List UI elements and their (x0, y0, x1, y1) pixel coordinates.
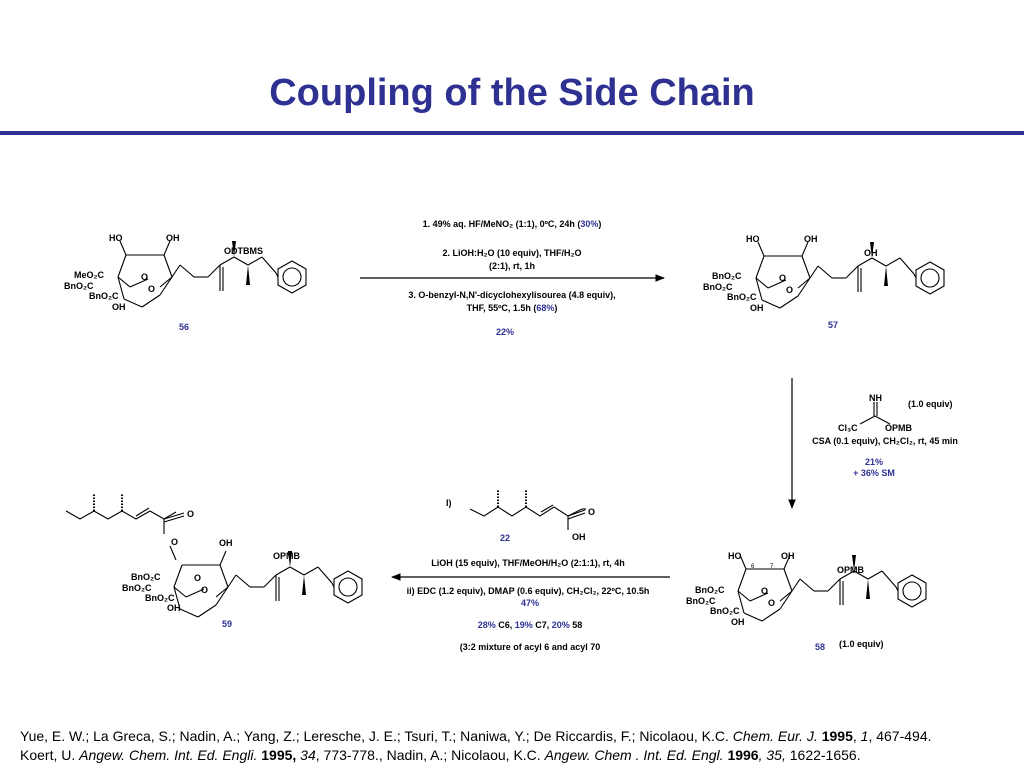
step1-line2: 2. LiOH:H₂O (10 equiv), THF/H₂O (442, 248, 581, 258)
c58-ring-o2: O (768, 598, 775, 608)
compound-57-structure (755, 241, 945, 309)
title-divider (0, 131, 1024, 135)
c58-bno2c-3: BnO₂C (710, 606, 740, 616)
c57-oh-bottom: OH (750, 303, 764, 313)
c56-bno2c-1: BnO₂C (64, 281, 94, 291)
compound-58-structure (737, 554, 927, 622)
c59-ring-o2: O (201, 585, 208, 595)
c56-bno2c-2: BnO₂C (89, 291, 119, 301)
step3-yield: 47% (521, 598, 539, 608)
c58-bno2c-2: BnO₂C (686, 596, 716, 606)
c56-meo2c: MeO₂C (74, 270, 105, 280)
imidate-cl3c: Cl₃C (838, 423, 858, 433)
references: Yue, E. W.; La Greca, S.; Nadin, A.; Yan… (20, 727, 1010, 765)
c59-ring-o1: O (194, 573, 201, 583)
imidate-opmb: OPMB (885, 423, 913, 433)
c58-side-group: OPMB (837, 565, 865, 575)
c56-number: 56 (179, 322, 189, 332)
c56-ring-o1: O (141, 272, 148, 282)
c56-oh-top: OH (166, 233, 180, 243)
c57-side-group: OH (864, 248, 878, 258)
c56-ho: HO (109, 233, 123, 243)
compound-56-structure (117, 240, 307, 308)
c58-equiv: (1.0 equiv) (839, 639, 884, 649)
c58-ring-o1: O (761, 586, 768, 596)
step3-line1: LiOH (15 equiv), THF/MeOH/H₂O (2:1:1), r… (431, 558, 625, 568)
c22-o-carbonyl: O (588, 507, 595, 517)
compound-59-structure (173, 550, 363, 618)
c57-bno2c-3: BnO₂C (727, 292, 757, 302)
imidate-structure (859, 402, 891, 425)
c57-bno2c-1: BnO₂C (712, 271, 742, 281)
step3-split: 28% C6, 19% C7, 20% 58 (478, 620, 583, 630)
c59-oh-top: OH (219, 538, 233, 548)
c56-oh-bottom: OH (112, 302, 126, 312)
c59-bno2c-1: BnO₂C (131, 572, 161, 582)
step3-note: (3:2 mixture of acyl 6 and acyl 70 (460, 642, 601, 652)
c59-bno2c-3: BnO₂C (145, 593, 175, 603)
c58-pos6: 6 (751, 564, 755, 570)
compound-59-ester-chain (65, 494, 185, 561)
imidate-nh: NH (869, 393, 882, 403)
c59-o-carbonyl: O (187, 509, 194, 519)
c58-oh-bottom: OH (731, 617, 745, 627)
step1-line1: 1. 49% aq. HF/MeNO₂ (1:1), 0ºC, 24h (30%… (423, 219, 602, 229)
reference-1: Yue, E. W.; La Greca, S.; Nadin, A.; Yan… (20, 728, 932, 744)
step1-line5: THF, 55ºC, 1.5h (68%) (467, 303, 558, 313)
acid-22-structure (469, 490, 586, 530)
step1-line4: 3. O-benzyl-N,N'-dicyclohexylisourea (4.… (408, 290, 615, 300)
c56-ring-o2: O (148, 284, 155, 294)
c57-ho: HO (746, 234, 760, 244)
c58-pos7: 7 (770, 564, 774, 570)
reaction-scheme: HO OH O O MeO₂C BnO₂C BnO₂C OH ODTBMS 56… (64, 219, 958, 652)
c58-oh-top: OH (781, 551, 795, 561)
step1-overall-yield: 22% (496, 327, 514, 337)
c58-ho: HO (728, 551, 742, 561)
c59-side-group: OPMB (273, 551, 301, 561)
c58-number: 58 (815, 642, 825, 652)
step2-yield: 21% (865, 457, 883, 467)
step2-sm: + 36% SM (853, 468, 895, 478)
c57-ring-o1: O (779, 273, 786, 283)
c22-oh: OH (572, 532, 586, 542)
c59-bno2c-2: BnO₂C (122, 583, 152, 593)
c59-oh-bottom: OH (167, 603, 181, 613)
step3-line2: ii) EDC (1.2 equiv), DMAP (0.6 equiv), C… (407, 586, 650, 596)
step3-label-i: I) (446, 498, 452, 508)
c57-ring-o2: O (786, 285, 793, 295)
step2-conditions: CSA (0.1 equiv), CH₂Cl₂, rt, 45 min (812, 436, 958, 446)
page-title: Coupling of the Side Chain (269, 72, 755, 114)
c59-o-ester: O (171, 537, 178, 547)
c57-oh-top: OH (804, 234, 818, 244)
imidate-equiv: (1.0 equiv) (908, 399, 953, 409)
step1-line3: (2:1), rt, 1h (489, 261, 535, 271)
c22-number: 22 (500, 533, 510, 543)
c59-number: 59 (222, 619, 232, 629)
reference-2: Koert, U. Angew. Chem. Int. Ed. Engli. 1… (20, 747, 861, 763)
c57-bno2c-2: BnO₂C (703, 282, 733, 292)
c57-number: 57 (828, 320, 838, 330)
c58-bno2c-1: BnO₂C (695, 585, 725, 595)
c56-side-group: ODTBMS (224, 246, 263, 256)
